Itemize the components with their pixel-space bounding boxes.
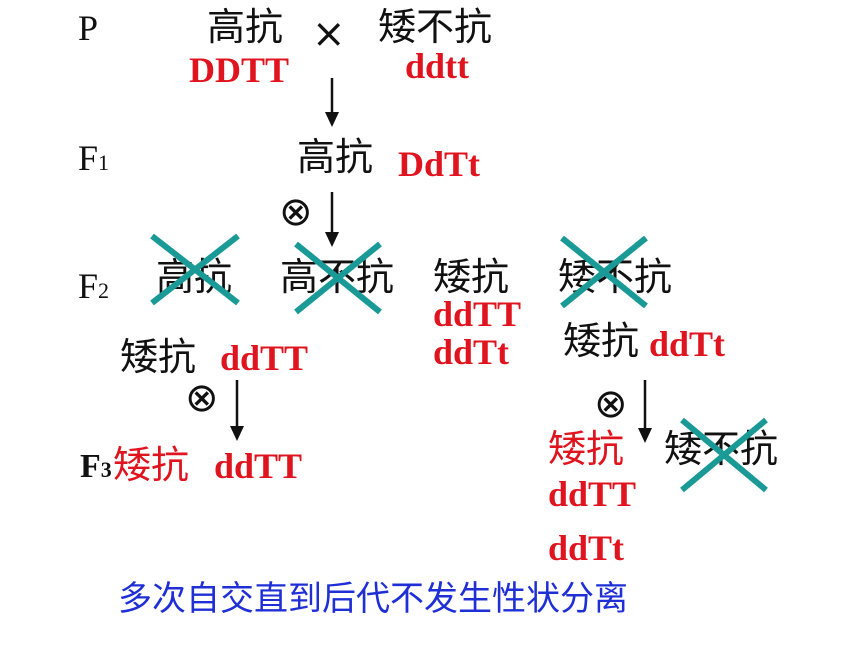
- parent1-phenotype: 高抗: [207, 5, 284, 49]
- f1-letter: F: [78, 138, 99, 178]
- f2-letter: F: [78, 266, 99, 306]
- arrowhead-left-to-f3: [230, 426, 244, 441]
- selfing-symbol-f1: ⊗: [279, 189, 313, 235]
- f1-phenotype: 高抗: [297, 135, 374, 179]
- left-branch-genotype: ddTT: [220, 338, 309, 378]
- parent2-genotype: ddtt: [405, 46, 470, 86]
- right-offspring-phenotype-short-resistant: 矮抗: [548, 427, 625, 471]
- left-branch-phenotype: 矮抗: [120, 335, 197, 379]
- f1-genotype: DdTt: [398, 144, 481, 184]
- f3-genotype: ddTT: [214, 446, 303, 486]
- f3-subscript: 3: [100, 457, 112, 482]
- cross-out-mark-tall-nonresistant-b: [294, 241, 382, 315]
- arrowhead-f1-to-f2: [325, 232, 339, 247]
- right-offspring-genotype-2: ddTt: [548, 528, 625, 568]
- f2-phenotype-short-resistant: 矮抗: [433, 255, 510, 299]
- cross-out-mark-offspring-short-nonresistant-b: [680, 417, 768, 493]
- f2-subscript: 2: [98, 278, 110, 303]
- cross-out-mark-short-nonresistant-b: [560, 235, 648, 309]
- arrowhead-p-to-f1: [325, 112, 339, 127]
- generation-label-f3: F3: [80, 450, 112, 484]
- f2-short-resistant-genotype-2: ddTt: [433, 332, 510, 372]
- f2-short-resistant-genotype-1: ddTT: [433, 294, 522, 334]
- generation-label-f1: F1: [78, 140, 109, 176]
- generation-label-p: P: [78, 8, 99, 48]
- parent2-phenotype: 矮不抗: [378, 5, 493, 49]
- selfing-symbol-right: ⊗: [594, 381, 628, 427]
- f1-subscript: 1: [98, 150, 110, 175]
- f3-phenotype: 矮抗: [113, 443, 190, 487]
- right-offspring-genotype-1: ddTT: [548, 474, 637, 514]
- cross-out-mark-tall-resistant-b: [150, 233, 240, 306]
- conclusion-text: 多次自交直到后代不发生性状分离: [118, 579, 628, 619]
- right-branch-phenotype: 矮抗: [563, 319, 640, 363]
- f3-letter: F: [80, 448, 101, 485]
- arrowhead-right-to-offspring: [638, 428, 652, 443]
- cross-symbol: ×: [312, 11, 346, 57]
- selfing-symbol-left: ⊗: [185, 375, 219, 421]
- parent1-genotype: DDTT: [189, 50, 290, 90]
- generation-label-f2: F2: [78, 268, 109, 304]
- right-branch-genotype: ddTt: [649, 324, 726, 364]
